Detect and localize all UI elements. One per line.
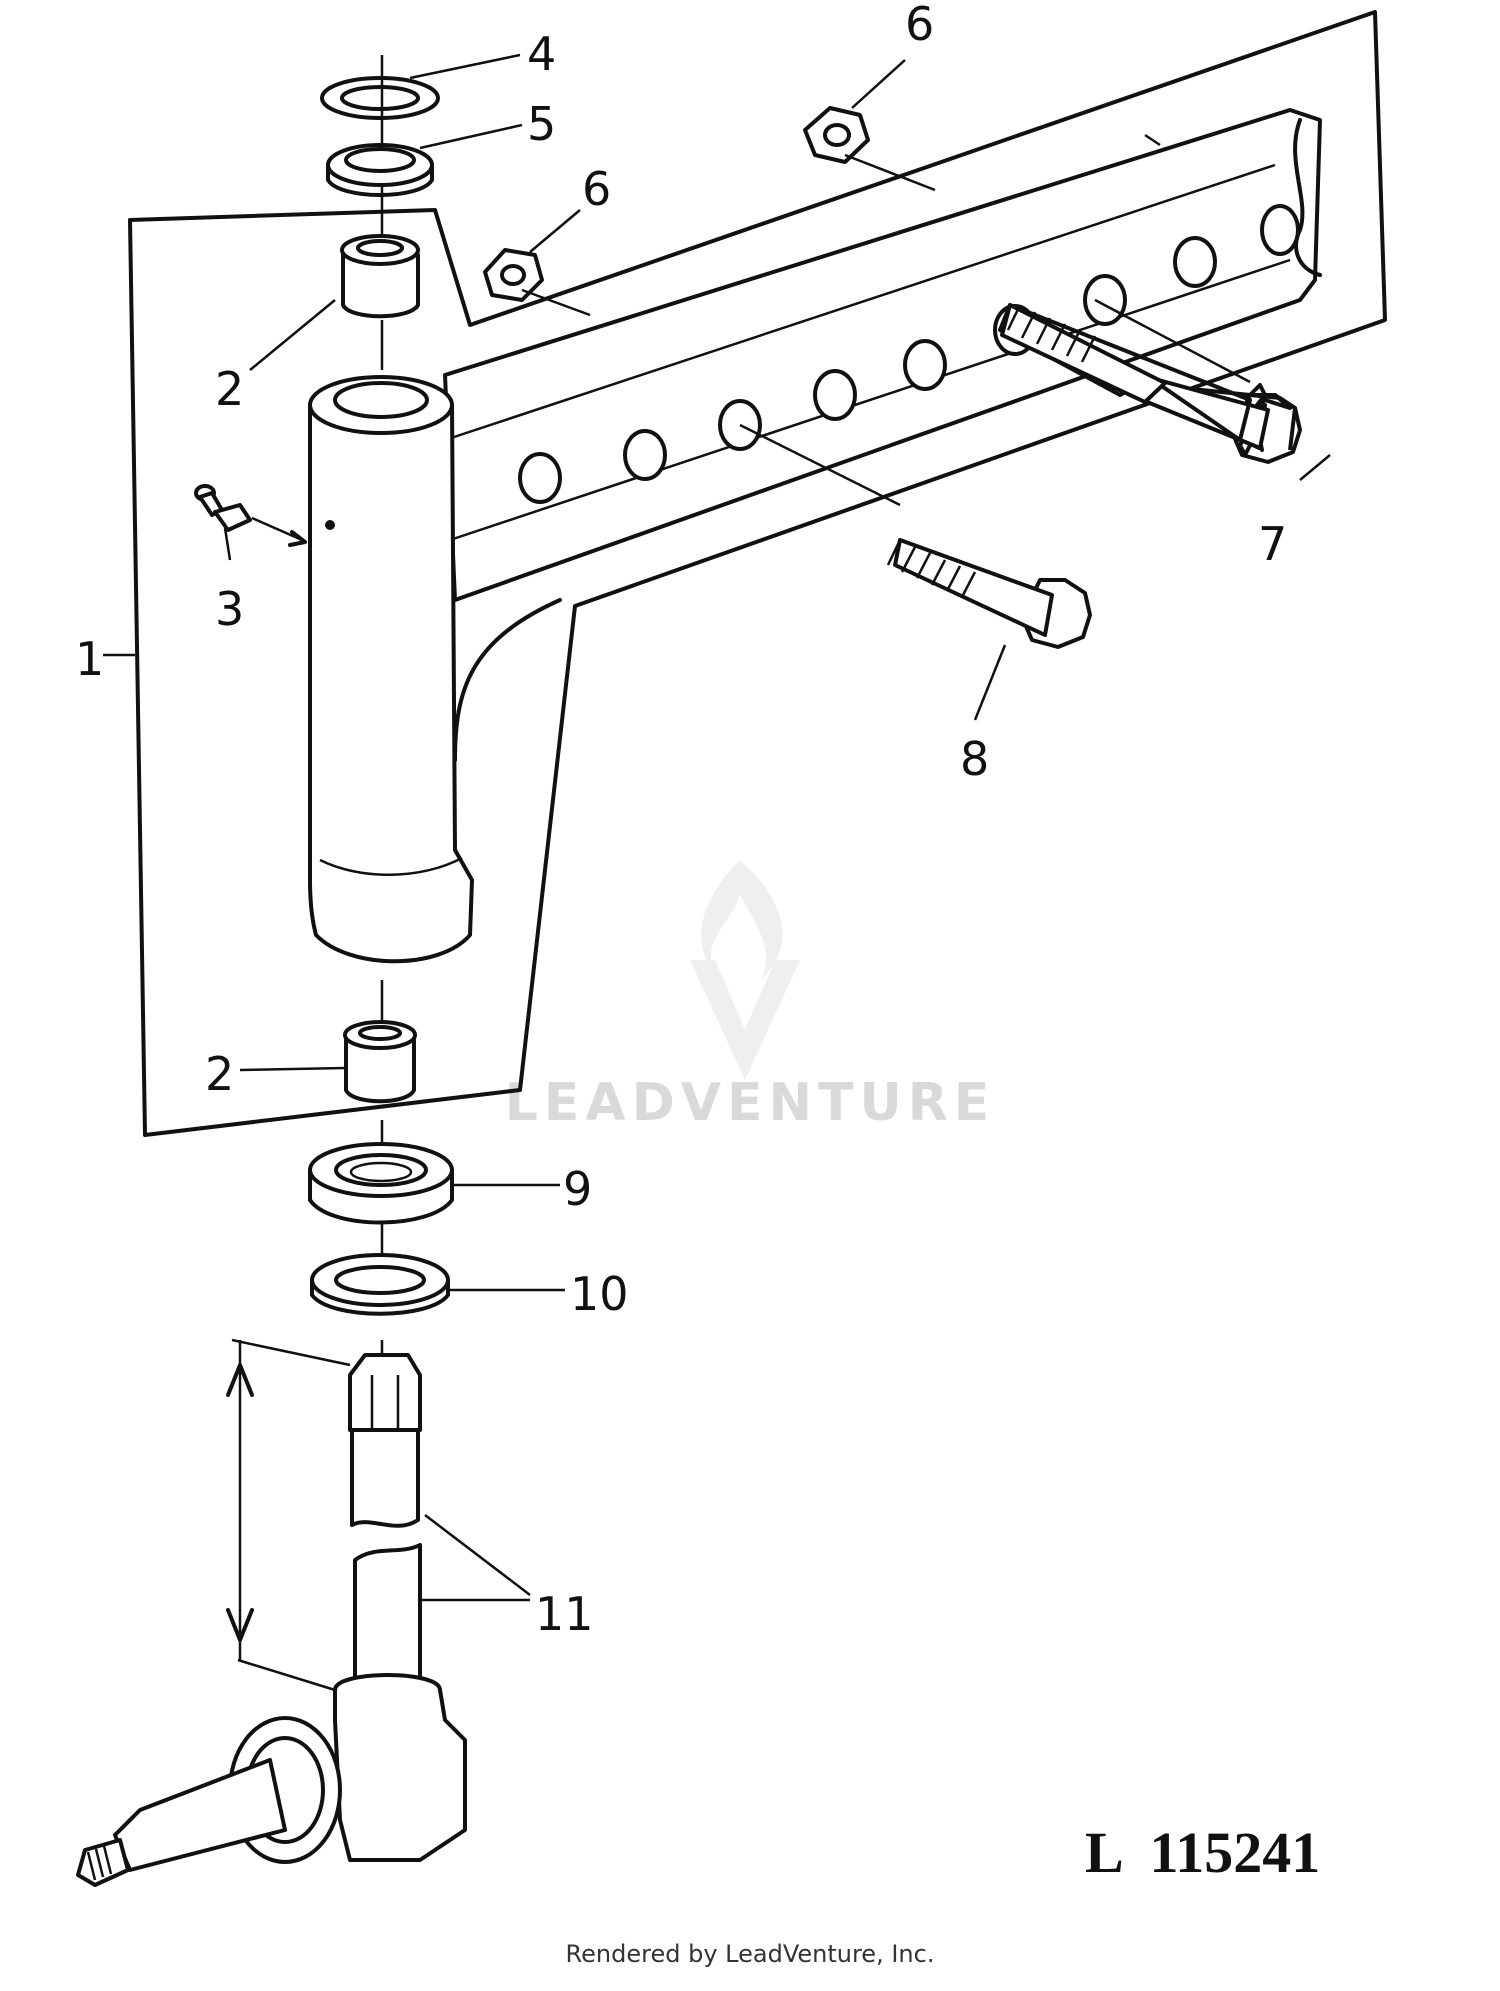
spindle-housing [308,375,474,964]
callout-4: 4 [527,27,556,81]
part-6-nut-lower [483,248,544,302]
callout-6-upper: 6 [905,0,934,51]
part-3-grease-fitting [194,484,307,547]
callout-10: 10 [570,1267,629,1321]
callout-7: 7 [1258,517,1287,571]
footer-credit: Rendered by LeadVenture, Inc. [565,1940,935,1968]
callout-8: 8 [960,732,989,786]
part-4-washer [320,76,440,120]
part-2-lower-bushing [343,1020,417,1104]
callout-6-lower: 6 [582,162,611,216]
part-5-seal [326,143,434,197]
callout-9: 9 [563,1162,592,1216]
part-10-seal [310,1253,450,1316]
assembly-outline [128,10,1387,1137]
part-9-bearing [308,1142,454,1225]
watermark-logo [690,860,800,1080]
part-6-nut-upper [803,106,870,164]
watermark-text: LEADVENTURE [505,1073,996,1133]
callout-2-lower: 2 [205,1047,234,1101]
leader-lines [103,53,1331,1692]
axle-beam [443,108,1322,762]
callout-11: 11 [535,1587,594,1641]
figure-number: L 115241 [1085,1820,1320,1885]
part-8-bolt [886,538,1092,649]
part-11-spindle [76,1353,467,1887]
callout-5: 5 [527,97,556,151]
callout-2-upper: 2 [215,362,244,416]
part-7-bolt [998,303,1302,464]
callout-1: 1 [75,632,104,686]
part-2-upper-bushing [340,234,420,319]
callout-3: 3 [215,582,244,636]
